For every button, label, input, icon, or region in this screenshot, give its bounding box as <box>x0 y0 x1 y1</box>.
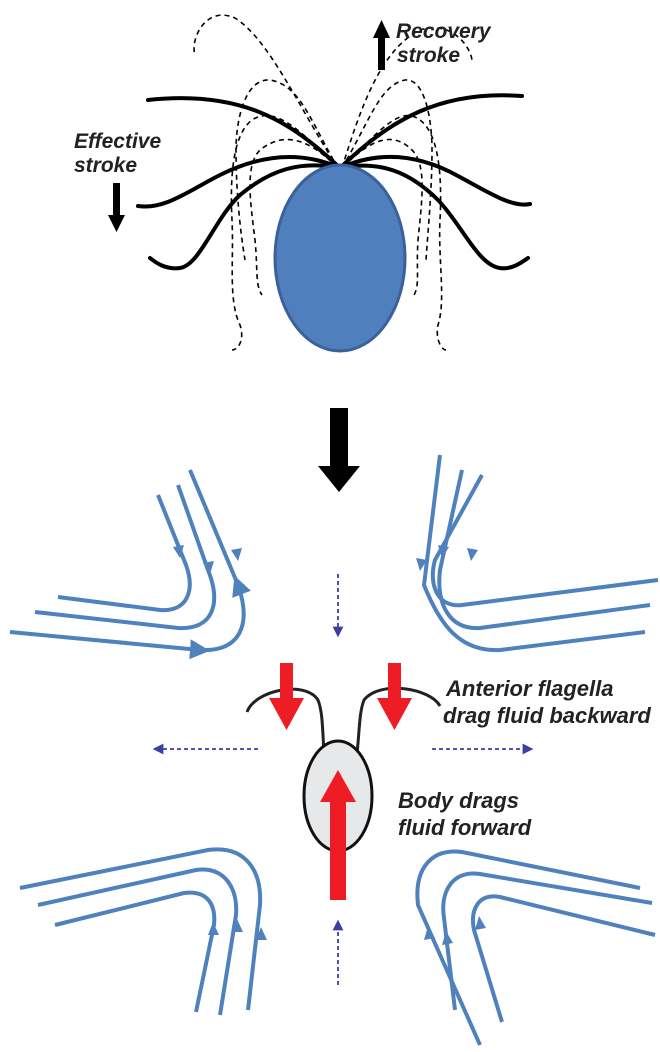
streamlines-top-left <box>10 470 244 650</box>
transition-arrow-icon <box>318 408 360 492</box>
cell-body <box>275 165 405 351</box>
top-panel: Recovery stroke Effective stroke <box>74 15 530 351</box>
bottom-panel: Anterior flagella drag fluid backward Bo… <box>10 455 658 1045</box>
effective-label-line1: Effective <box>74 130 161 153</box>
effective-label-line2: stroke <box>74 154 137 177</box>
recovery-stroke-arrow-icon <box>373 20 390 70</box>
anterior-label-line2: drag fluid backward <box>443 703 651 728</box>
recovery-label-line2: stroke <box>397 44 460 67</box>
body-label-line1: Body drags <box>398 788 519 813</box>
streamlines-bottom-left <box>20 849 260 1015</box>
recovery-label-line1: Recovery <box>396 20 492 43</box>
effective-stroke-arrow-icon <box>108 183 125 232</box>
backward-drag-arrow-right-icon <box>377 663 412 730</box>
streamlines-bottom-right <box>417 852 655 1045</box>
streamlines-top-right <box>424 455 658 650</box>
body-label-line2: fluid forward <box>398 815 532 840</box>
backward-drag-arrow-left-icon <box>269 663 304 730</box>
anterior-label-line1: Anterior flagella <box>445 676 613 701</box>
